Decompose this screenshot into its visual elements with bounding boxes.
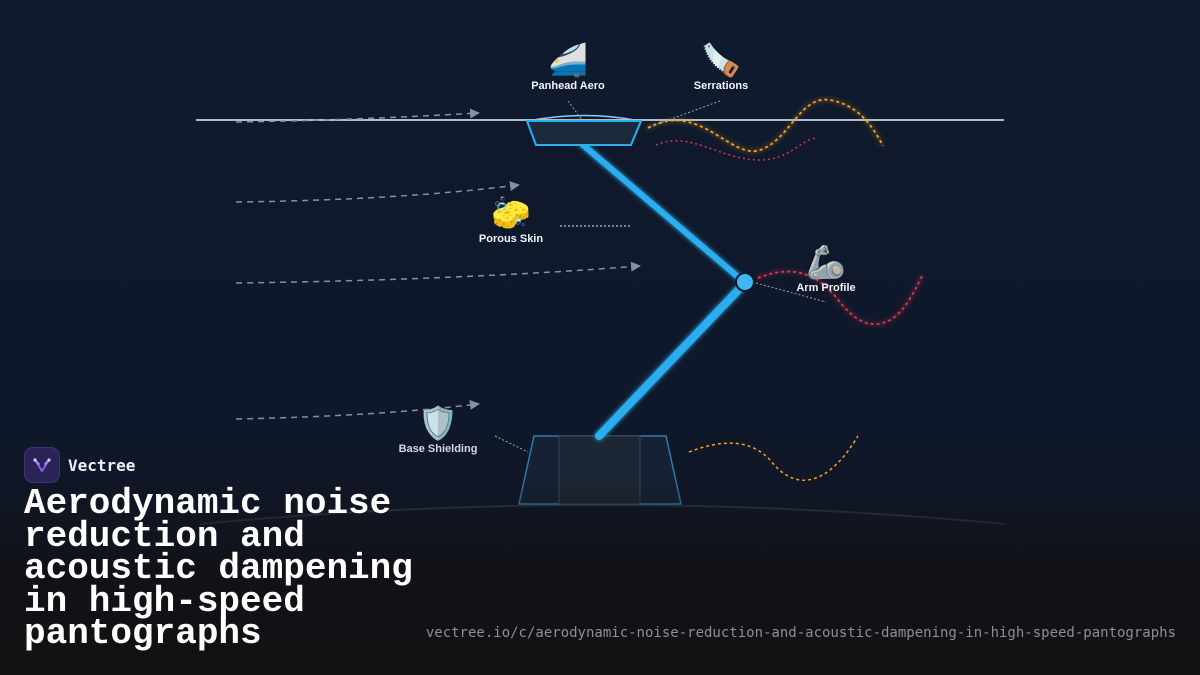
noise-wave-red: [757, 270, 923, 325]
noise-wave-pink: [655, 137, 817, 161]
base-shielding-label: 🛡️ Base Shielding: [399, 405, 478, 455]
saw-icon: 🪚: [701, 42, 741, 78]
brand: Vectree: [24, 447, 135, 483]
leader-line-arm: [755, 282, 827, 303]
airflow-line: [235, 400, 480, 420]
panhead: [525, 120, 643, 146]
mechanical-arm-icon: 🦾: [806, 244, 846, 280]
leader-line-panhead: [567, 100, 583, 121]
bottom-fade-overlay: [0, 475, 1200, 675]
bullet-train-icon: 🚄: [548, 42, 588, 78]
noise-wave-orange: [647, 98, 884, 153]
panhead-arc: [527, 114, 641, 122]
sponge-icon: 🧽: [491, 195, 531, 231]
arm-profile-label: 🦾 Arm Profile: [796, 244, 855, 294]
page-url[interactable]: vectree.io/c/aerodynamic-noise-reduction…: [425, 625, 1176, 641]
airflow-line: [235, 181, 520, 203]
porous-skin-text: Porous Skin: [478, 233, 544, 245]
noise-wave-orange-base: [688, 435, 859, 481]
airflow-line: [235, 108, 480, 123]
serrations-text: Serrations: [693, 80, 749, 92]
shield-icon: 🛡️: [418, 405, 458, 441]
porous-skin-label: 🧽 Porous Skin: [479, 195, 543, 245]
arm-profile-text: Arm Profile: [796, 282, 856, 294]
brand-name: Vectree: [68, 455, 136, 475]
airflow-line: [235, 261, 641, 284]
panhead-aero-text: Panhead Aero: [531, 80, 605, 92]
page-title: Aerodynamic noise reduction and acoustic…: [24, 483, 413, 654]
upper-arm: [579, 141, 747, 285]
leader-line-serrations: [651, 100, 721, 127]
vectree-logo-icon: [24, 447, 60, 483]
lower-arm: [595, 280, 748, 440]
arm-knee-joint: [735, 272, 755, 292]
leader-line-base: [494, 435, 529, 453]
panhead-aero-label: 🚄 Panhead Aero: [531, 42, 605, 92]
base-shielding-text: Base Shielding: [398, 443, 478, 455]
serrations-label: 🪚 Serrations: [694, 42, 748, 92]
